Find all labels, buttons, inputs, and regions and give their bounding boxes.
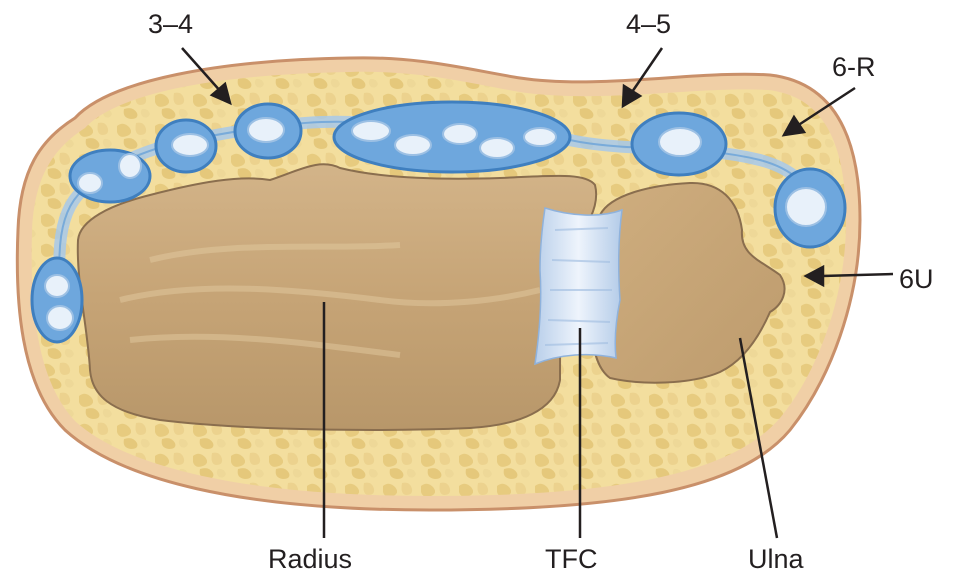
tfc-cartilage (535, 208, 622, 364)
label-ulna: Ulna (748, 546, 804, 573)
label-compartment-4-5: 4–5 (626, 11, 671, 38)
label-compartment-3-4: 3–4 (148, 11, 193, 38)
label-compartment-6u: 6U (899, 266, 934, 293)
label-tfc: TFC (545, 546, 597, 573)
label-radius: Radius (268, 546, 352, 573)
label-compartment-6r: 6-R (832, 54, 876, 81)
